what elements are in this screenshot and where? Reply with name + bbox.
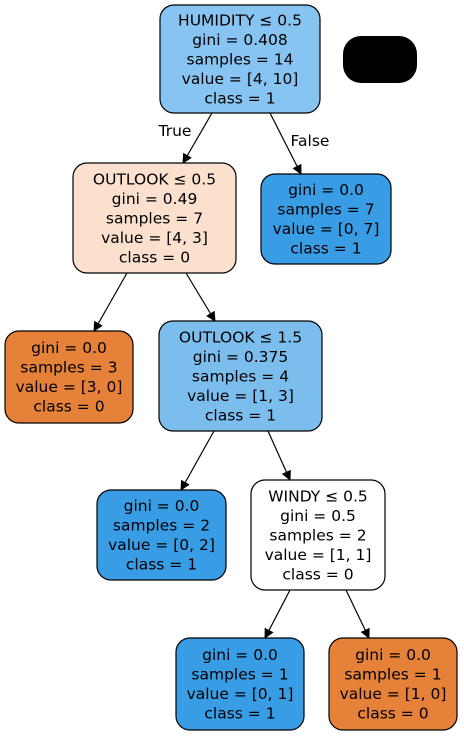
node-line: WINDY ≤ 0.5 bbox=[268, 487, 368, 505]
node-line: value = [0, 7] bbox=[273, 220, 380, 238]
node-line: samples = 7 bbox=[106, 209, 203, 227]
node-line: class = 0 bbox=[33, 398, 104, 416]
node-box bbox=[175, 637, 305, 731]
edge-root-n2 bbox=[269, 112, 302, 175]
edge-n4-n5 bbox=[180, 430, 215, 491]
node-box bbox=[4, 330, 134, 424]
node-line: OUTLOOK ≤ 0.5 bbox=[93, 170, 216, 188]
edge-label-false: False bbox=[291, 132, 330, 150]
node-line: class = 1 bbox=[204, 705, 275, 723]
edge-n1-n4 bbox=[185, 272, 216, 322]
node-line: gini = 0.0 bbox=[202, 646, 278, 664]
node-box bbox=[159, 4, 321, 114]
node-line: samples = 4 bbox=[192, 367, 289, 385]
node-line: class = 0 bbox=[282, 565, 353, 583]
edge-n6-n8 bbox=[345, 589, 370, 639]
redaction-box bbox=[343, 36, 417, 83]
node-line: gini = 0.0 bbox=[355, 646, 431, 664]
node-line: samples = 1 bbox=[191, 666, 288, 684]
node-box bbox=[250, 479, 386, 591]
node-line: gini = 0.0 bbox=[124, 497, 200, 515]
node-line: gini = 0.408 bbox=[192, 31, 288, 49]
node-line: samples = 2 bbox=[113, 517, 210, 535]
node-line: class = 1 bbox=[126, 556, 197, 574]
node-line: value = [0, 2] bbox=[108, 536, 215, 554]
node-line: class = 0 bbox=[357, 705, 428, 723]
node-line: value = [1, 3] bbox=[187, 387, 294, 405]
node-line: value = [4, 3] bbox=[101, 229, 208, 247]
edge-label-true: True bbox=[158, 122, 192, 140]
node-line: gini = 0.5 bbox=[280, 507, 356, 525]
node-box bbox=[72, 162, 237, 274]
node-line: value = [1, 1] bbox=[265, 546, 372, 564]
node-line: value = [3, 0] bbox=[16, 378, 123, 396]
node-line: class = 1 bbox=[290, 240, 361, 258]
node-box bbox=[158, 320, 323, 432]
node-line: class = 0 bbox=[119, 248, 190, 266]
node-line: value = [4, 10] bbox=[182, 70, 299, 88]
node-line: samples = 2 bbox=[269, 526, 366, 544]
edge-n6-n7 bbox=[264, 589, 291, 639]
node-line: gini = 0.375 bbox=[193, 348, 289, 366]
node-line: samples = 3 bbox=[20, 359, 117, 377]
node-box bbox=[96, 489, 227, 581]
edge-n1-n3 bbox=[93, 272, 128, 332]
node-line: class = 1 bbox=[205, 406, 276, 424]
node-line: gini = 0.0 bbox=[31, 339, 107, 357]
node-line: value = [1, 0] bbox=[340, 685, 447, 703]
node-line: HUMIDITY ≤ 0.5 bbox=[178, 11, 302, 29]
node-box bbox=[328, 637, 458, 731]
node-line: gini = 0.0 bbox=[288, 181, 364, 199]
node-line: samples = 7 bbox=[277, 201, 374, 219]
node-line: OUTLOOK ≤ 1.5 bbox=[179, 328, 302, 346]
node-line: gini = 0.49 bbox=[112, 190, 198, 208]
node-line: class = 1 bbox=[204, 89, 275, 107]
edge-n4-n6 bbox=[267, 430, 291, 481]
node-line: samples = 1 bbox=[344, 666, 441, 684]
edge-root-n1 bbox=[182, 112, 213, 164]
node-line: value = [0, 1] bbox=[187, 685, 294, 703]
node-line: samples = 14 bbox=[187, 50, 294, 68]
node-box bbox=[260, 173, 392, 265]
